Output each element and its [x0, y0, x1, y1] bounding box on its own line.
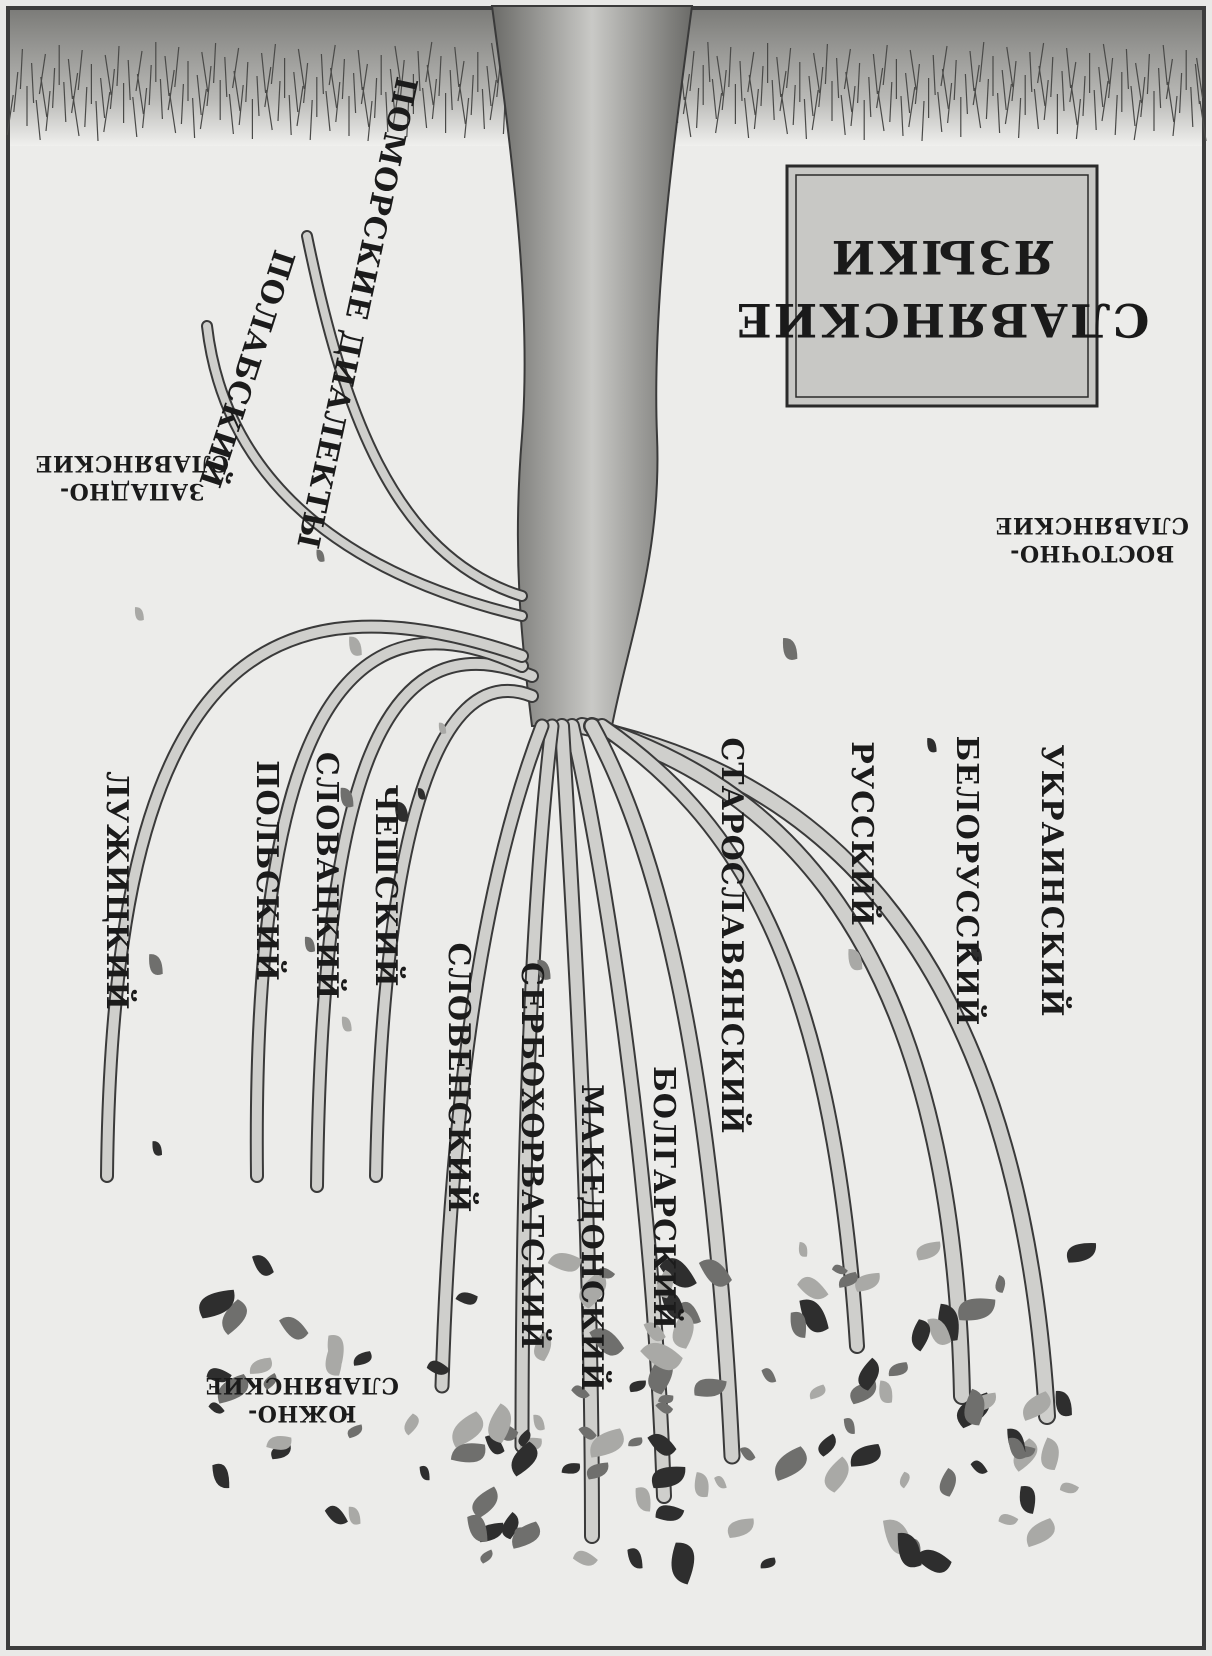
lang-serbocroatian: СЕРБОХОРВАТСКИЙ [514, 962, 552, 1350]
lang-ukrainian: УКРАИНСКИЙ [1034, 744, 1072, 1017]
svg-text:СЛАВЯНСКИЕ: СЛАВЯНСКИЕ [205, 1372, 399, 1398]
title-line-2: ЯЗЫКИ [830, 230, 1054, 284]
svg-text:СЛАВЯНСКИЕ: СЛАВЯНСКИЕ [995, 512, 1189, 538]
lang-old-slavonic: СТАРОСЛАВЯНСКИЙ [714, 737, 752, 1134]
lang-belarusian: БЕЛОРУССКИЙ [949, 736, 987, 1027]
svg-text:ЮЖНО-: ЮЖНО- [248, 1400, 357, 1426]
lang-slovak: СЛОВАЦКИЙ [309, 752, 347, 1000]
svg-text:ЗАПАДНО-: ЗАПАДНО- [59, 478, 204, 504]
lang-russian: РУССКИЙ [844, 741, 882, 927]
lang-lusatian: ЛУЖИЦКИЙ [99, 771, 137, 1011]
title-box: СЛАВЯНСКИЕ ЯЗЫКИ [735, 166, 1150, 406]
lang-bulgarian: БОЛГАРСКИЙ [646, 1066, 684, 1330]
lang-czech: ЧЕШСКИЙ [368, 784, 406, 987]
lang-slovenian: СЛОВЕНСКИЙ [441, 943, 479, 1214]
lang-polish: ПОЛЬСКИЙ [249, 760, 287, 982]
title-line-1: СЛАВЯНСКИЕ [735, 293, 1150, 347]
svg-text:ВОСТОЧНО-: ВОСТОЧНО- [1010, 540, 1174, 566]
lang-macedonian: МАКЕДОНСКИЙ [574, 1084, 612, 1392]
